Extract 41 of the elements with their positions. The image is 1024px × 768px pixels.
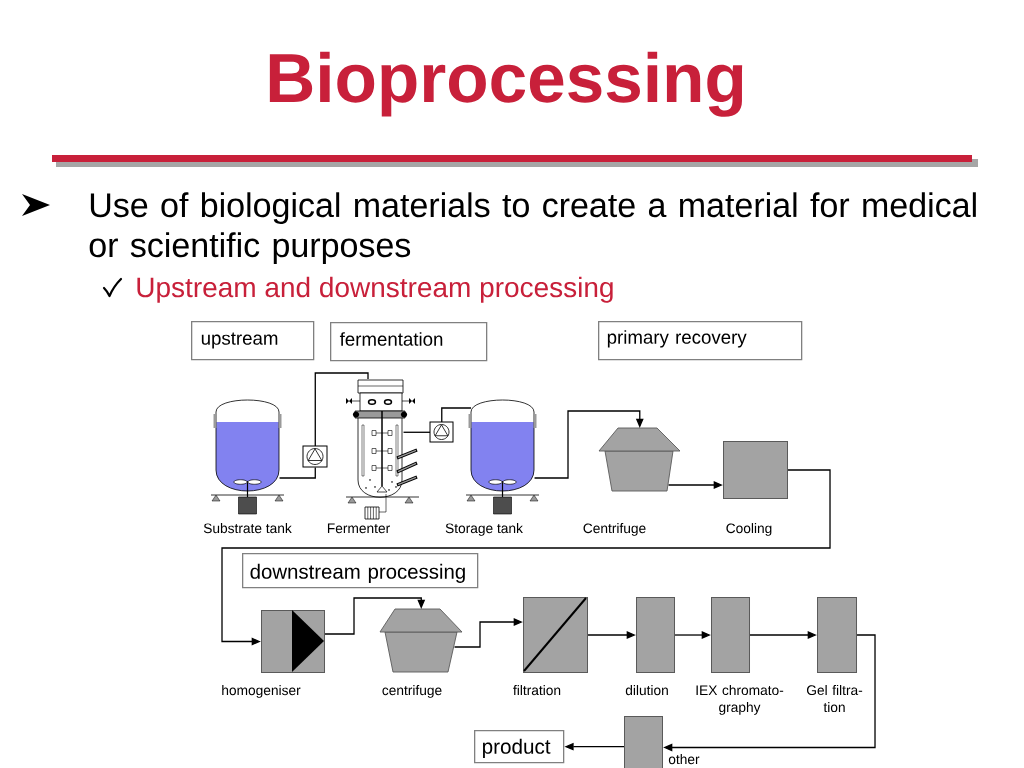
pump-symbol: [429, 421, 454, 443]
bullet-text: Use of biological materials to create a material for medical or scientific purposes: [89, 192, 976, 264]
homogeniser-box: [261, 610, 325, 673]
filter-box: [523, 597, 588, 673]
pump-symbol: [302, 445, 328, 468]
fermenter-drawing: [345, 379, 420, 520]
equipment-label: dilution: [625, 685, 668, 696]
tank-drawing: [210, 399, 285, 515]
flow-arrow: [221, 469, 831, 646]
label-box: primary recovery: [598, 321, 803, 361]
centrifuge-drawing: [379, 608, 463, 673]
equipment-label: Substrate tank: [203, 523, 292, 534]
equipment-label: Gel filtra- tion: [806, 684, 863, 713]
connector-line: [402, 431, 431, 433]
equipment-label: homogeniser: [222, 685, 301, 698]
process-box: [636, 597, 675, 673]
equipment-label: other: [668, 754, 700, 765]
connector-line: [441, 407, 472, 423]
centrifuge-drawing: [598, 427, 681, 492]
process-box: [817, 597, 857, 673]
label-box: downstream processing: [242, 553, 479, 589]
process-box: [723, 441, 788, 499]
connector-line: [314, 372, 369, 447]
equipment-label: Fermenter: [327, 523, 390, 534]
label-box: product: [474, 730, 565, 764]
equipment-label: centrifuge: [382, 685, 442, 698]
tank-drawing: [465, 399, 540, 515]
equipment-label: Cooling: [726, 523, 772, 536]
connector-line: [278, 466, 316, 479]
label-box: fermentation: [330, 322, 488, 362]
process-box: [711, 597, 750, 673]
title: Bioprocessing: [269, 51, 743, 117]
label-box: upstream: [191, 321, 315, 361]
flow-arrow: [324, 597, 426, 635]
equipment-label: Centrifuge: [583, 523, 646, 536]
process-box: [624, 716, 663, 768]
flow-arrow: [533, 410, 644, 479]
sub-bullet-text: Upstream and downstream processing: [137, 276, 613, 303]
equipment-label: filtration: [513, 685, 561, 696]
equipment-label: Storage tank: [445, 523, 523, 536]
equipment-label: IEX chromato- graphy: [696, 684, 784, 715]
